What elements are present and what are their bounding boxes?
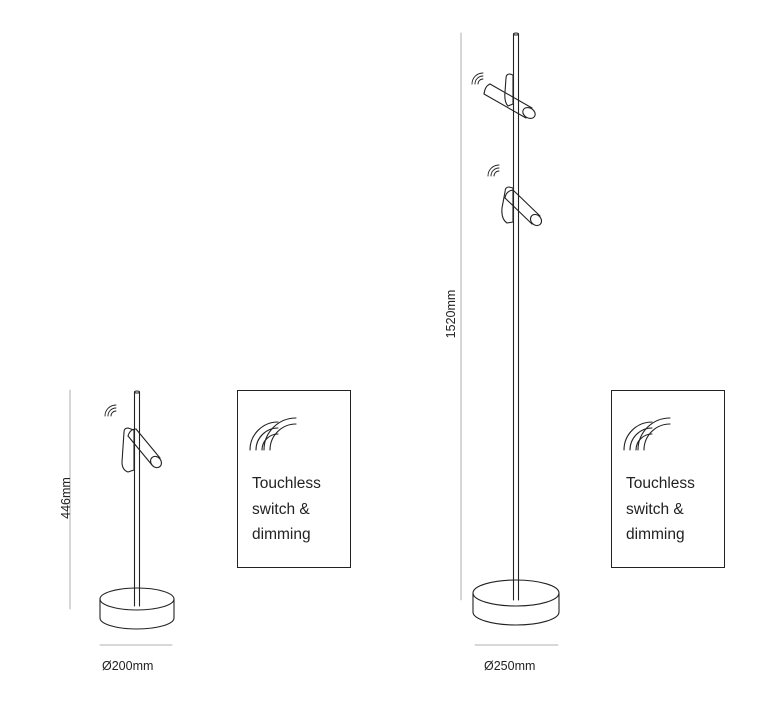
small-lamp-height-label: 446mm bbox=[59, 477, 73, 519]
tall-lamp-upper-mount bbox=[504, 73, 514, 107]
tall-lamp bbox=[460, 32, 560, 646]
tall-lamp-lower-spot-head bbox=[504, 189, 543, 227]
tall-lamp-upper-spot-head bbox=[483, 83, 536, 119]
feature-box-tall-text: Touchless switch & dimming bbox=[626, 471, 695, 548]
feature-line: switch & bbox=[252, 500, 310, 518]
tall-lamp-height-label: 1520mm bbox=[444, 289, 458, 339]
small-lamp-mount bbox=[121, 427, 135, 473]
tall-lamp-pole bbox=[512, 32, 520, 601]
small-lamp-base bbox=[99, 587, 175, 630]
small-lamp-diameter-label: Ø200mm bbox=[102, 659, 154, 673]
tall-lamp-base bbox=[472, 579, 560, 626]
feature-line: switch & bbox=[626, 500, 684, 518]
tall-lamp-lower-mount bbox=[501, 186, 514, 224]
tall-lamp-diameter-label: Ø250mm bbox=[484, 659, 536, 673]
small-lamp-spot-head bbox=[127, 428, 162, 469]
tall-lamp-upper-sensor-arcs-icon bbox=[471, 72, 484, 85]
small-lamp bbox=[69, 389, 175, 646]
feature-box-small-signal-icon bbox=[249, 417, 297, 451]
tall-lamp-lower-sensor-arcs-icon bbox=[487, 164, 500, 177]
small-lamp-sensor-arcs-icon bbox=[104, 404, 117, 417]
feature-line: dimming bbox=[626, 526, 685, 543]
feature-box-small-text: Touchless switch & dimming bbox=[252, 471, 321, 548]
feature-box-small: Touchless switch & dimming bbox=[237, 390, 351, 568]
feature-line: dimming bbox=[252, 526, 311, 543]
feature-line: Touchless bbox=[252, 475, 321, 492]
feature-box-tall: Touchless switch & dimming bbox=[611, 390, 725, 568]
small-lamp-pole bbox=[133, 390, 141, 607]
feature-box-tall-signal-icon bbox=[623, 417, 671, 451]
feature-line: Touchless bbox=[626, 475, 695, 492]
